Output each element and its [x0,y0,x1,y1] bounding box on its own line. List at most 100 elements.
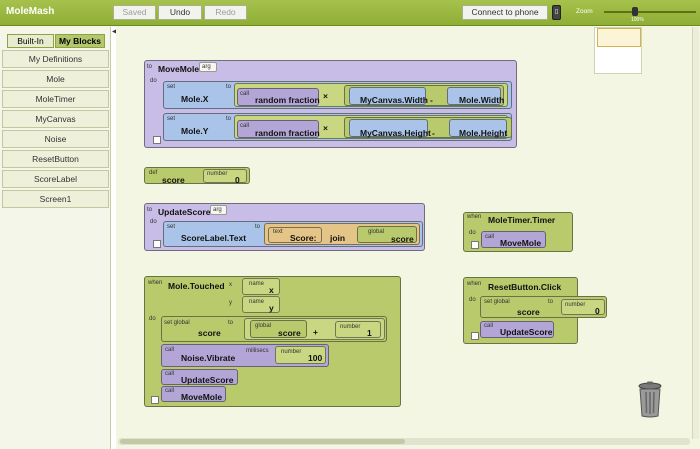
getter-mole-width[interactable] [447,87,501,105]
drawer-resetbutton[interactable]: ResetButton [2,150,109,168]
procedure-name[interactable]: MoveMole [158,64,200,74]
number-value[interactable]: 100 [308,353,323,363]
keyword-global: global [368,229,385,235]
operator-subtract[interactable]: - [432,128,435,138]
call-random-fraction-block[interactable] [237,120,319,138]
arg-label: arg [213,207,222,213]
number-block[interactable] [203,169,247,183]
global-score-getter[interactable] [250,320,307,338]
blocks-sidebar: Built-In My Blocks My Definitions Mole M… [0,27,111,449]
number-block[interactable] [561,299,605,315]
vertical-scrollbar[interactable] [692,27,699,439]
variable-score: score [391,234,414,244]
comment-checkbox[interactable] [471,241,479,249]
getter-mycanvas-width[interactable] [349,87,426,105]
number-block[interactable] [335,321,381,338]
text-value-score[interactable]: Score: [290,233,317,243]
global-score-getter[interactable] [357,226,417,243]
variable-name-score[interactable]: score [162,175,185,185]
arg-socket[interactable] [199,62,217,72]
call-random-fraction-block[interactable] [237,88,319,106]
property-mole-y[interactable]: Mole.Y [181,126,209,136]
zoom-percent: 100% [631,17,644,23]
operator-multiply[interactable]: × [323,123,328,133]
sidebar-splitter[interactable] [111,27,116,449]
event-name: ResetButton.Click [488,282,562,292]
drawer-my-definitions[interactable]: My Definitions [2,50,109,68]
keyword-to: to [548,299,554,305]
param-name-x-block[interactable] [242,278,280,295]
keyword-do: do [469,297,476,303]
zoom-label: Zoom [576,8,593,15]
keyword-when: when [467,214,482,220]
drawer-mycanvas[interactable]: MyCanvas [2,110,109,128]
operator-subtract[interactable]: - [430,95,433,105]
param-name-y: y [269,303,274,313]
procedure-name[interactable]: UpdateScore [158,207,211,217]
arg-label: arg [202,64,211,70]
arg-socket[interactable] [210,205,227,215]
drawer-moletimer[interactable]: MoleTimer [2,90,109,108]
comment-checkbox[interactable] [471,332,479,340]
operator-add[interactable]: + [313,327,318,337]
zoom-slider-track[interactable] [604,11,696,13]
property-mycanvas-height: MyCanvas.Height [360,128,431,138]
keyword-when: when [467,281,482,287]
param-name-y-block[interactable] [242,296,280,313]
keyword-to: to [226,84,232,90]
tab-built-in[interactable]: Built-In [7,34,54,48]
collapse-arrow-icon[interactable]: ◀ [112,29,117,35]
call-movemole-block[interactable] [161,386,226,402]
operator-multiply[interactable]: × [323,91,328,101]
getter-mole-height[interactable] [449,119,507,137]
connect-to-phone-button[interactable]: Connect to phone [462,5,548,20]
keyword-call: call [484,323,494,329]
horizontal-scroll-thumb[interactable] [120,439,405,444]
comment-checkbox[interactable] [153,136,161,144]
keyword-do: do [469,230,476,236]
property-mycanvas-width: MyCanvas.Width [360,95,428,105]
number-value[interactable]: 0 [595,306,600,316]
text-block[interactable] [268,227,322,243]
procedure-call-name: MoveMole [181,392,223,402]
call-updatescore-block[interactable] [480,321,554,338]
keyword-to: to [226,116,232,122]
keyword-number: number [340,324,361,330]
redo-button[interactable]: Redo [204,5,247,20]
keyword-to: to [255,224,261,230]
drawer-scorelabel[interactable]: ScoreLabel [2,170,109,188]
property-mole-x[interactable]: Mole.X [181,94,209,104]
keyword-do: do [150,78,157,84]
undo-button[interactable]: Undo [158,5,202,20]
drawer-mole[interactable]: Mole [2,70,109,88]
keyword-set-global: set global [164,320,190,326]
minimap-viewport[interactable] [597,28,641,47]
variable-score: score [278,328,301,338]
app-title: MoleMash [6,6,55,17]
number-value[interactable]: 0 [235,175,240,185]
property-mole-width: Mole.Width [459,95,505,105]
saved-button[interactable]: Saved [113,5,156,20]
function-random-fraction[interactable]: random fraction [255,128,320,138]
property-scorelabel-text[interactable]: ScoreLabel.Text [181,233,247,243]
keyword-call: call [165,388,175,394]
getter-mycanvas-height[interactable] [349,119,428,137]
drawer-screen1[interactable]: Screen1 [2,190,109,208]
zoom-slider-handle[interactable] [632,7,638,16]
call-movemole-block[interactable] [481,231,546,248]
comment-checkbox[interactable] [151,396,159,404]
call-updatescore-block[interactable] [161,369,238,385]
number-block[interactable] [275,346,326,364]
keyword-number: number [281,349,302,355]
keyword-set: set [167,116,176,122]
keyword-call: call [240,123,250,129]
tab-my-blocks[interactable]: My Blocks [55,34,105,48]
drawer-noise[interactable]: Noise [2,130,109,148]
function-random-fraction[interactable]: random fraction [255,95,320,105]
keyword-def: def [149,170,158,176]
comment-checkbox[interactable] [153,240,161,248]
procedure-call-name: UpdateScore [181,375,234,385]
trash-can-icon[interactable] [637,381,663,418]
number-value[interactable]: 1 [367,328,372,338]
keyword-text: text [273,229,283,235]
